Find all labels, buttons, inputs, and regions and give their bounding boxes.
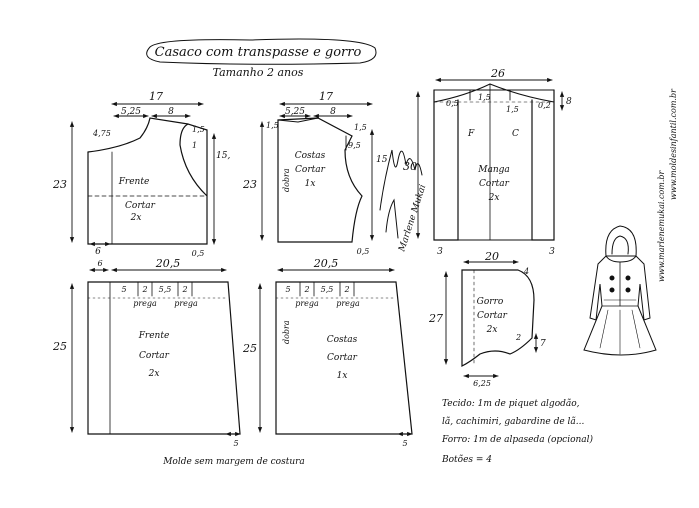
hood-right-small: 7 [540,339,546,349]
back-bodice-top-left: 5,25 [285,107,305,117]
front-skirt-cut: Cortar [139,351,170,361]
sleeve-cap-height: 8 [566,97,572,107]
sleeve-qty: 2x [488,193,500,203]
sleeve-mid-left: 1,5 [478,93,491,102]
front-bodice-qty: 2x [130,213,142,223]
sleeve-front-mark: F [467,129,475,139]
front-skirt-d2: 2 [141,285,147,294]
back-bodice-fold: dobra [282,168,291,192]
materials-buttons: Botões = 4 [441,454,492,465]
hood-bottom: 6,25 [473,379,491,388]
front-bodice-bottom-right: 0,5 [192,249,205,258]
front-skirt-d4: 2 [181,285,187,294]
materials-fabric-line2: lã, cachimiri, gabardine de lã... [442,416,584,427]
back-skirt-qty: 1x [337,371,348,381]
back-bodice-right-small: 1,5 [354,123,367,132]
front-bodice-neck-mark: 1 [192,141,197,150]
back-bodice-piece [259,101,375,242]
title: Casaco com transpasse e gorro [155,45,362,60]
footer-note: Molde sem margem de costura [162,457,305,467]
sleeve-left-cap: 0,5 [446,99,459,108]
back-bodice-cut: Cortar [295,165,326,175]
sleeve-cut: Cortar [479,179,510,189]
front-skirt-label: Frente [138,331,170,341]
back-bodice-bottom-right: 0,5 [357,247,370,256]
front-skirt-height: 25 [52,340,67,353]
front-skirt-qty: 2x [148,369,160,379]
front-bodice-width: 17 [149,90,163,103]
back-bodice-right-height: 15 [376,155,388,165]
back-skirt-piece [257,267,412,437]
back-bodice-qty: 1x [305,179,316,189]
front-bodice-top-left: 5,25 [121,107,141,117]
front-bodice-piece [69,101,217,247]
materials-fabric-line1: Tecido: 1m de piquet algodão, [442,398,580,409]
side-credit-2: www.moldesinfantil.com.br [669,88,678,200]
back-skirt-pleat-2: prega [336,299,360,308]
signature-scribble [380,150,422,238]
back-skirt-pleat-1: prega [295,299,319,308]
hood-height: 27 [428,312,443,325]
front-skirt-left-extra: 6 [97,259,102,268]
front-skirt-d1: 5 [121,285,126,294]
back-skirt-width: 20,5 [313,257,339,270]
back-skirt-d2: 2 [303,285,309,294]
back-bodice-label: Costas [295,151,326,161]
hood-width: 20 [484,250,499,263]
materials-lining: Forro: 1m de alpaseda (opcional) [441,434,594,445]
front-skirt-pleat-2: prega [174,299,198,308]
sleeve-width: 26 [490,67,505,80]
hood-cut: Cortar [477,311,508,321]
back-skirt-d4: 2 [343,285,349,294]
sleeve-mid-right: 1,5 [506,105,519,114]
back-skirt-d1: 5 [285,285,290,294]
sleeve-height: 30 [403,160,417,173]
front-skirt-width: 20,5 [155,257,181,270]
hood-piece [443,259,539,379]
back-skirt-cut: Cortar [327,353,358,363]
back-skirt-bottom-right: 5 [402,439,407,448]
sleeve-back-mark: C [512,129,519,139]
front-bodice-label: Frente [118,177,150,187]
front-bodice-right-height: 15, [216,151,230,161]
front-bodice-height: 23 [52,178,67,191]
front-bodice-bottom-left: 6 [95,247,101,257]
back-bodice-left-small: 1,5 [266,121,279,130]
front-bodice-top-right: 8 [168,107,174,117]
front-skirt-pleat-1: prega [133,299,157,308]
hood-label: Gorro [477,297,504,307]
signature: Marlene Mukai [397,183,428,254]
back-skirt-d3: 5,5 [321,285,334,294]
sleeve-piece [415,77,565,240]
hood-qty: 2x [486,325,498,335]
front-bodice-cut: Cortar [125,201,156,211]
hood-corner: 4 [523,267,529,276]
front-bodice-right-small: 1,5 [192,125,205,134]
back-bodice-top-right: 8 [330,107,336,117]
back-skirt-fold: dobra [282,320,291,344]
side-credit: www.marlenemukai.com.br [657,170,666,283]
sleeve-bottom-left: 3 [437,247,443,257]
back-skirt-label: Costas [327,335,358,345]
hood-right-inner: 2 [515,333,521,342]
front-skirt-bottom-right: 5 [233,439,238,448]
back-bodice-height: 23 [242,178,257,191]
back-bodice-width: 17 [319,90,333,103]
front-bodice-left-small: 4,75 [92,129,111,138]
front-skirt-d3: 5,5 [159,285,172,294]
back-bodice-mid-mark: 9,5 [348,141,361,150]
sleeve-right-mark: 0,2 [538,101,551,110]
title-frame [147,39,376,64]
subtitle: Tamanho 2 anos [213,66,304,79]
sleeve-label: Manga [477,165,510,175]
coat-illustration [584,226,656,355]
front-skirt-piece [69,267,240,437]
sleeve-bottom-right: 3 [549,247,555,257]
back-skirt-height: 25 [242,342,257,355]
